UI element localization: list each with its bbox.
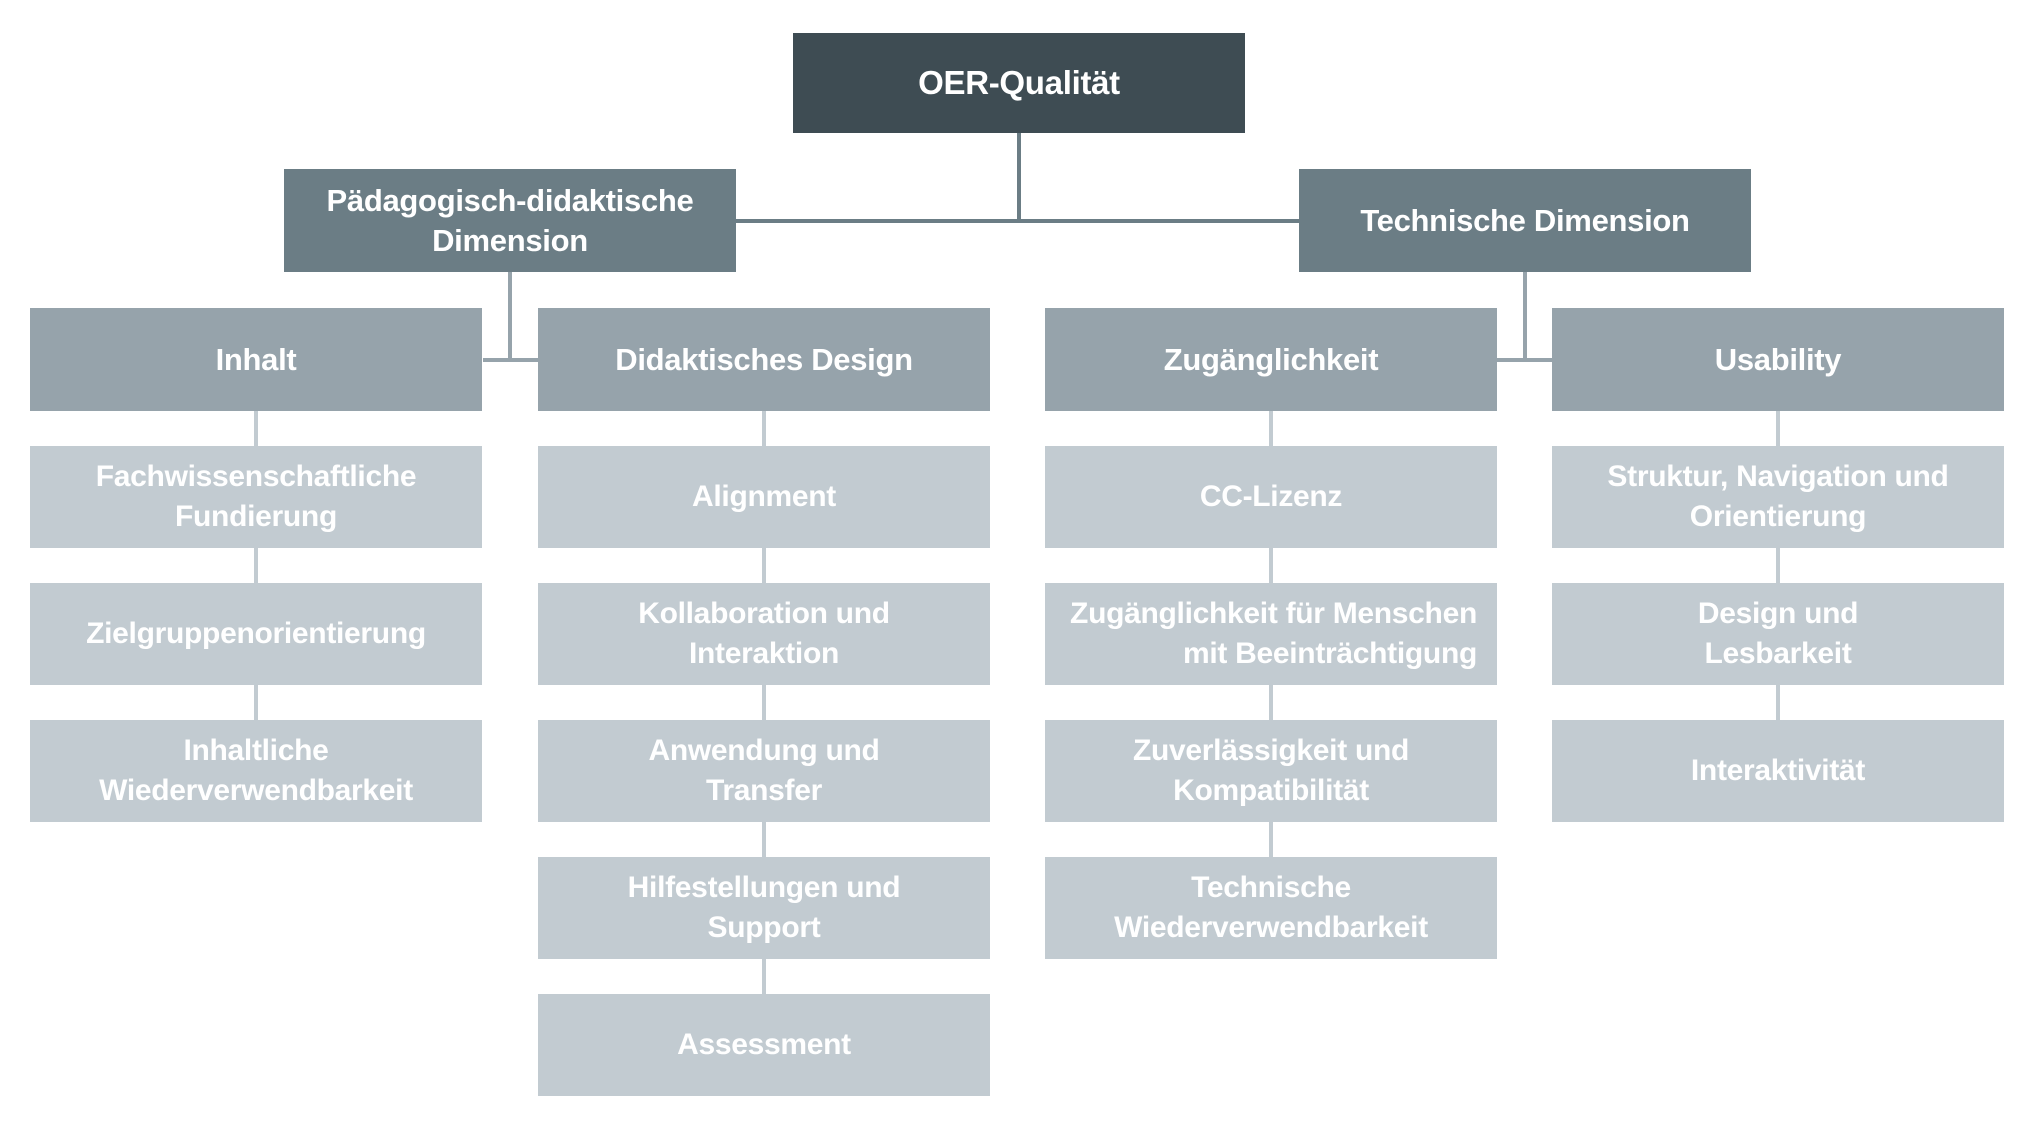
connector-dim-left-vertical — [508, 272, 512, 362]
connector-dim-left-horizontal — [483, 358, 538, 362]
connector-root-horizontal — [735, 219, 1299, 223]
connector-item-vertical — [1269, 822, 1273, 857]
connector-dim-right-vertical — [1523, 272, 1527, 362]
category-box-inhalt: Inhalt — [30, 308, 482, 411]
connector-item-vertical — [1269, 685, 1273, 720]
connector-item-vertical — [762, 822, 766, 857]
connector-item-vertical — [254, 685, 258, 720]
connector-item-vertical — [1776, 685, 1780, 720]
item-box-inhaltliche-wiederverwendbarkeit: Inhaltliche Wiederverwendbarkeit — [30, 720, 482, 822]
item-box-interaktivit-t: Interaktivität — [1552, 720, 2004, 822]
connector-item-vertical — [1269, 411, 1273, 446]
item-box-technische-wiederverwendbarkeit: Technische Wiederverwendbarkeit — [1045, 857, 1497, 959]
connector-item-vertical — [254, 548, 258, 583]
item-box-fachwissenschaftliche-fundierung: Fachwissenschaftliche Fundierung — [30, 446, 482, 548]
connector-item-vertical — [762, 959, 766, 994]
item-box-assessment: Assessment — [538, 994, 990, 1096]
connector-item-vertical — [762, 411, 766, 446]
connector-item-vertical — [762, 685, 766, 720]
item-box-alignment: Alignment — [538, 446, 990, 548]
node-root: OER-Qualität — [793, 33, 1245, 133]
connector-dim-right-horizontal — [1497, 358, 1552, 362]
item-box-hilfestellungen-und-support: Hilfestellungen und Support — [538, 857, 990, 959]
connector-item-vertical — [254, 411, 258, 446]
category-box-didaktisches-design: Didaktisches Design — [538, 308, 990, 411]
item-box-struktur-navigation-und-orientierung: Struktur, Navigation und Orientierung — [1552, 446, 2004, 548]
item-box-cc-lizenz: CC-Lizenz — [1045, 446, 1497, 548]
category-box-zug-nglichkeit: Zugänglichkeit — [1045, 308, 1497, 411]
item-box-zug-nglichkeit-f-r-menschen-mit-beeintr-chtigung: Zugänglichkeit für Menschen mit Beeinträ… — [1045, 583, 1497, 685]
item-box-kollaboration-und-interaktion: Kollaboration und Interaktion — [538, 583, 990, 685]
node-dimension-technisch: Technische Dimension — [1299, 169, 1751, 272]
item-box-zuverl-ssigkeit-und-kompatibilit-t: Zuverlässigkeit und Kompatibilität — [1045, 720, 1497, 822]
item-box-design-und-lesbarkeit: Design und Lesbarkeit — [1552, 583, 2004, 685]
item-box-zielgruppenorientierung: Zielgruppenorientierung — [30, 583, 482, 685]
category-box-usability: Usability — [1552, 308, 2004, 411]
connector-item-vertical — [1269, 548, 1273, 583]
connector-item-vertical — [1776, 548, 1780, 583]
connector-root-vertical — [1017, 133, 1021, 221]
connector-item-vertical — [762, 548, 766, 583]
item-box-anwendung-und-transfer: Anwendung und Transfer — [538, 720, 990, 822]
connector-item-vertical — [1776, 411, 1780, 446]
node-dimension-paedagogisch-didaktisch: Pädagogisch-didaktische Dimension — [284, 169, 736, 272]
